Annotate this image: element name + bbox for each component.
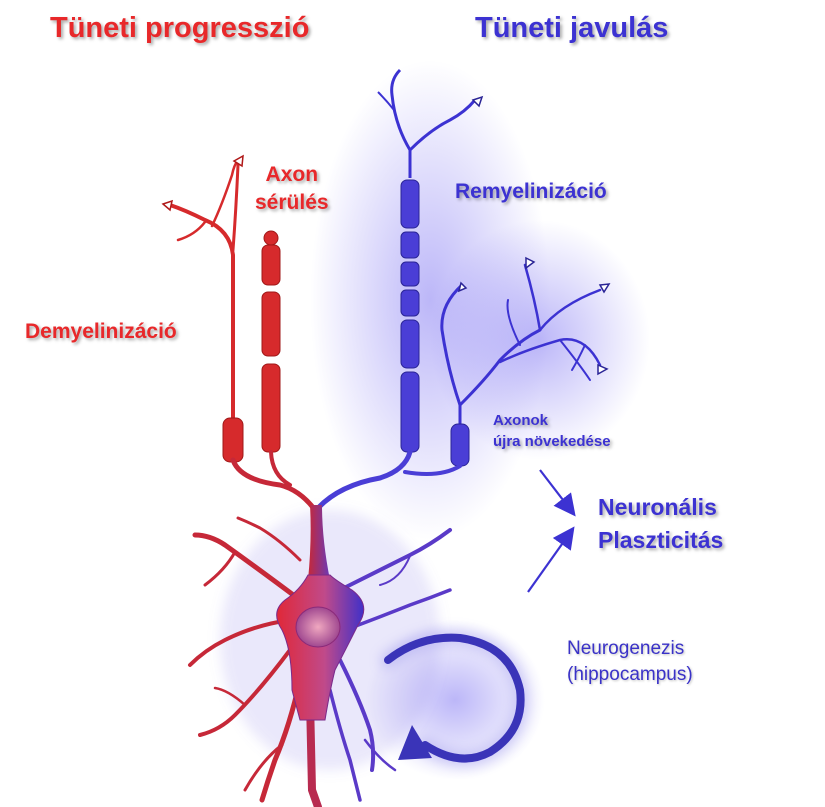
title-symptom-progression: Tüneti progresszió (50, 12, 310, 44)
arrow-regrowth-to-plasticity (539, 469, 576, 517)
axon-trunk (308, 505, 330, 580)
damaged-axon (261, 230, 281, 453)
label-remyelination: Remyelinizáció (455, 180, 607, 203)
title-symptom-improvement: Tüneti javulás (475, 12, 669, 44)
label-neurogenesis-line1: Neurogenezis (567, 638, 685, 659)
demyelinated-axon (168, 158, 240, 457)
dendrites (188, 516, 452, 807)
label-neurogenesis-line2: (hippocampus) (567, 664, 693, 685)
demyelinated-myelin-segment (222, 417, 244, 463)
arrow-neurogenesis-to-plasticity (527, 526, 575, 593)
soma (276, 574, 365, 721)
label-neuronal-plasticity: Neuronális Plaszticitás (598, 494, 723, 554)
neurogenesis-cycle-arrow (380, 629, 529, 767)
label-axon-damage-line1: Axon (265, 163, 319, 186)
label-neuronal-plasticity-line1: Neuronális (598, 494, 717, 520)
remyelinated-axon (377, 68, 477, 453)
demyelinated-axon-terminals (161, 154, 244, 212)
regrowing-axon (440, 263, 602, 430)
branch-junction (230, 449, 462, 513)
label-neuronal-plasticity-line2: Plaszticitás (598, 527, 724, 553)
label-demyelination: Demyelinizáció (25, 320, 177, 343)
axon-damage-bulb (263, 230, 279, 246)
label-axon-regrowth: Axonok újra növekedése (493, 412, 611, 450)
label-axon-regrowth-line1: Axonok (493, 412, 549, 429)
label-axon-damage-line2: sérülés (255, 191, 329, 214)
remyelinated-axon-terminals (471, 95, 484, 108)
regrowing-axon-terminals (457, 256, 611, 376)
nucleus (295, 606, 341, 648)
label-axon-damage: Axon sérülés (255, 163, 329, 215)
regrowing-myelin-segment (450, 423, 470, 467)
label-axon-regrowth-line2: újra növekedése (493, 433, 611, 450)
label-neurogenesis: Neurogenezis (hippocampus) (567, 638, 693, 686)
